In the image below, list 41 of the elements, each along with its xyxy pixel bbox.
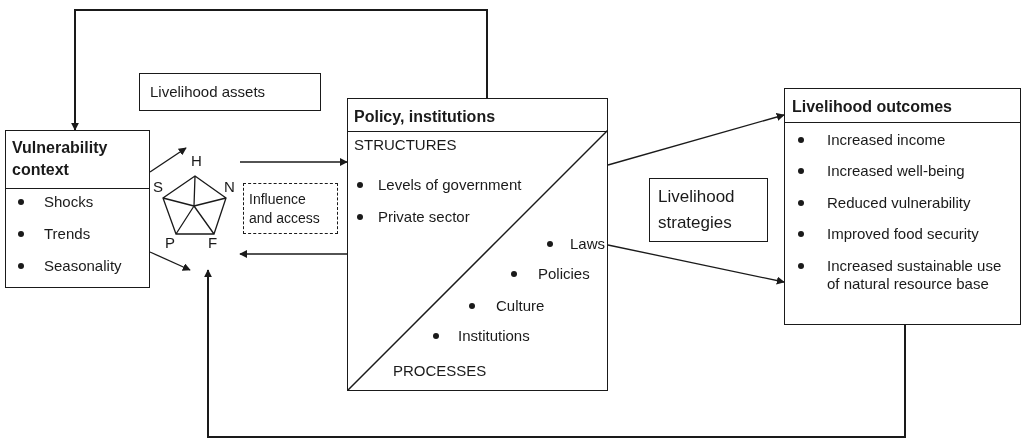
strategies-box xyxy=(649,178,768,242)
label-text: PROCESSES xyxy=(393,362,487,380)
arrow xyxy=(607,244,785,285)
context-box xyxy=(5,130,150,288)
label-text: Private sector xyxy=(378,208,470,226)
label-text: Increased income xyxy=(827,131,946,149)
influence-box xyxy=(243,183,338,234)
capital-letter: H xyxy=(191,152,202,170)
label-text: Laws xyxy=(570,235,606,253)
label-text: Increased well-being xyxy=(827,162,965,180)
label-text: Seasonality xyxy=(44,257,122,275)
label-text: Livelihood assets xyxy=(150,83,266,101)
label-text: Institutions xyxy=(458,327,530,345)
heading-text: Policy, institutions xyxy=(354,107,496,127)
label-text: Increased sustainable use of natural resource base xyxy=(827,257,1003,293)
capital-letter: N xyxy=(224,178,235,196)
policy-box xyxy=(347,98,608,391)
arrow xyxy=(239,158,348,166)
arrow xyxy=(204,269,906,438)
label-text: Trends xyxy=(44,225,91,243)
assets-box xyxy=(139,73,321,111)
label-text: Shocks xyxy=(44,193,94,211)
label-text: Levels of government xyxy=(378,176,522,194)
label-text: Improved food security xyxy=(827,225,979,243)
arrow xyxy=(149,147,187,173)
label-text: Culture xyxy=(496,297,545,315)
label-text: Influence and access xyxy=(249,190,321,228)
capital-letter: S xyxy=(153,178,163,196)
heading-text: Vulnerability context xyxy=(12,138,109,180)
arrow xyxy=(149,251,191,271)
label-text: STRUCTURES xyxy=(354,136,457,154)
label-text: Reduced vulnerability xyxy=(827,194,971,212)
label-text: Policies xyxy=(538,265,590,283)
arrow xyxy=(607,113,785,166)
arrow xyxy=(71,9,488,131)
capital-letter: F xyxy=(208,234,218,252)
heading-text: Livelihood outcomes xyxy=(792,97,952,117)
capital-letter: P xyxy=(165,234,175,252)
label-text: Livelihood strategies xyxy=(658,186,736,234)
outcomes-box xyxy=(784,88,1021,325)
arrow xyxy=(239,250,348,258)
